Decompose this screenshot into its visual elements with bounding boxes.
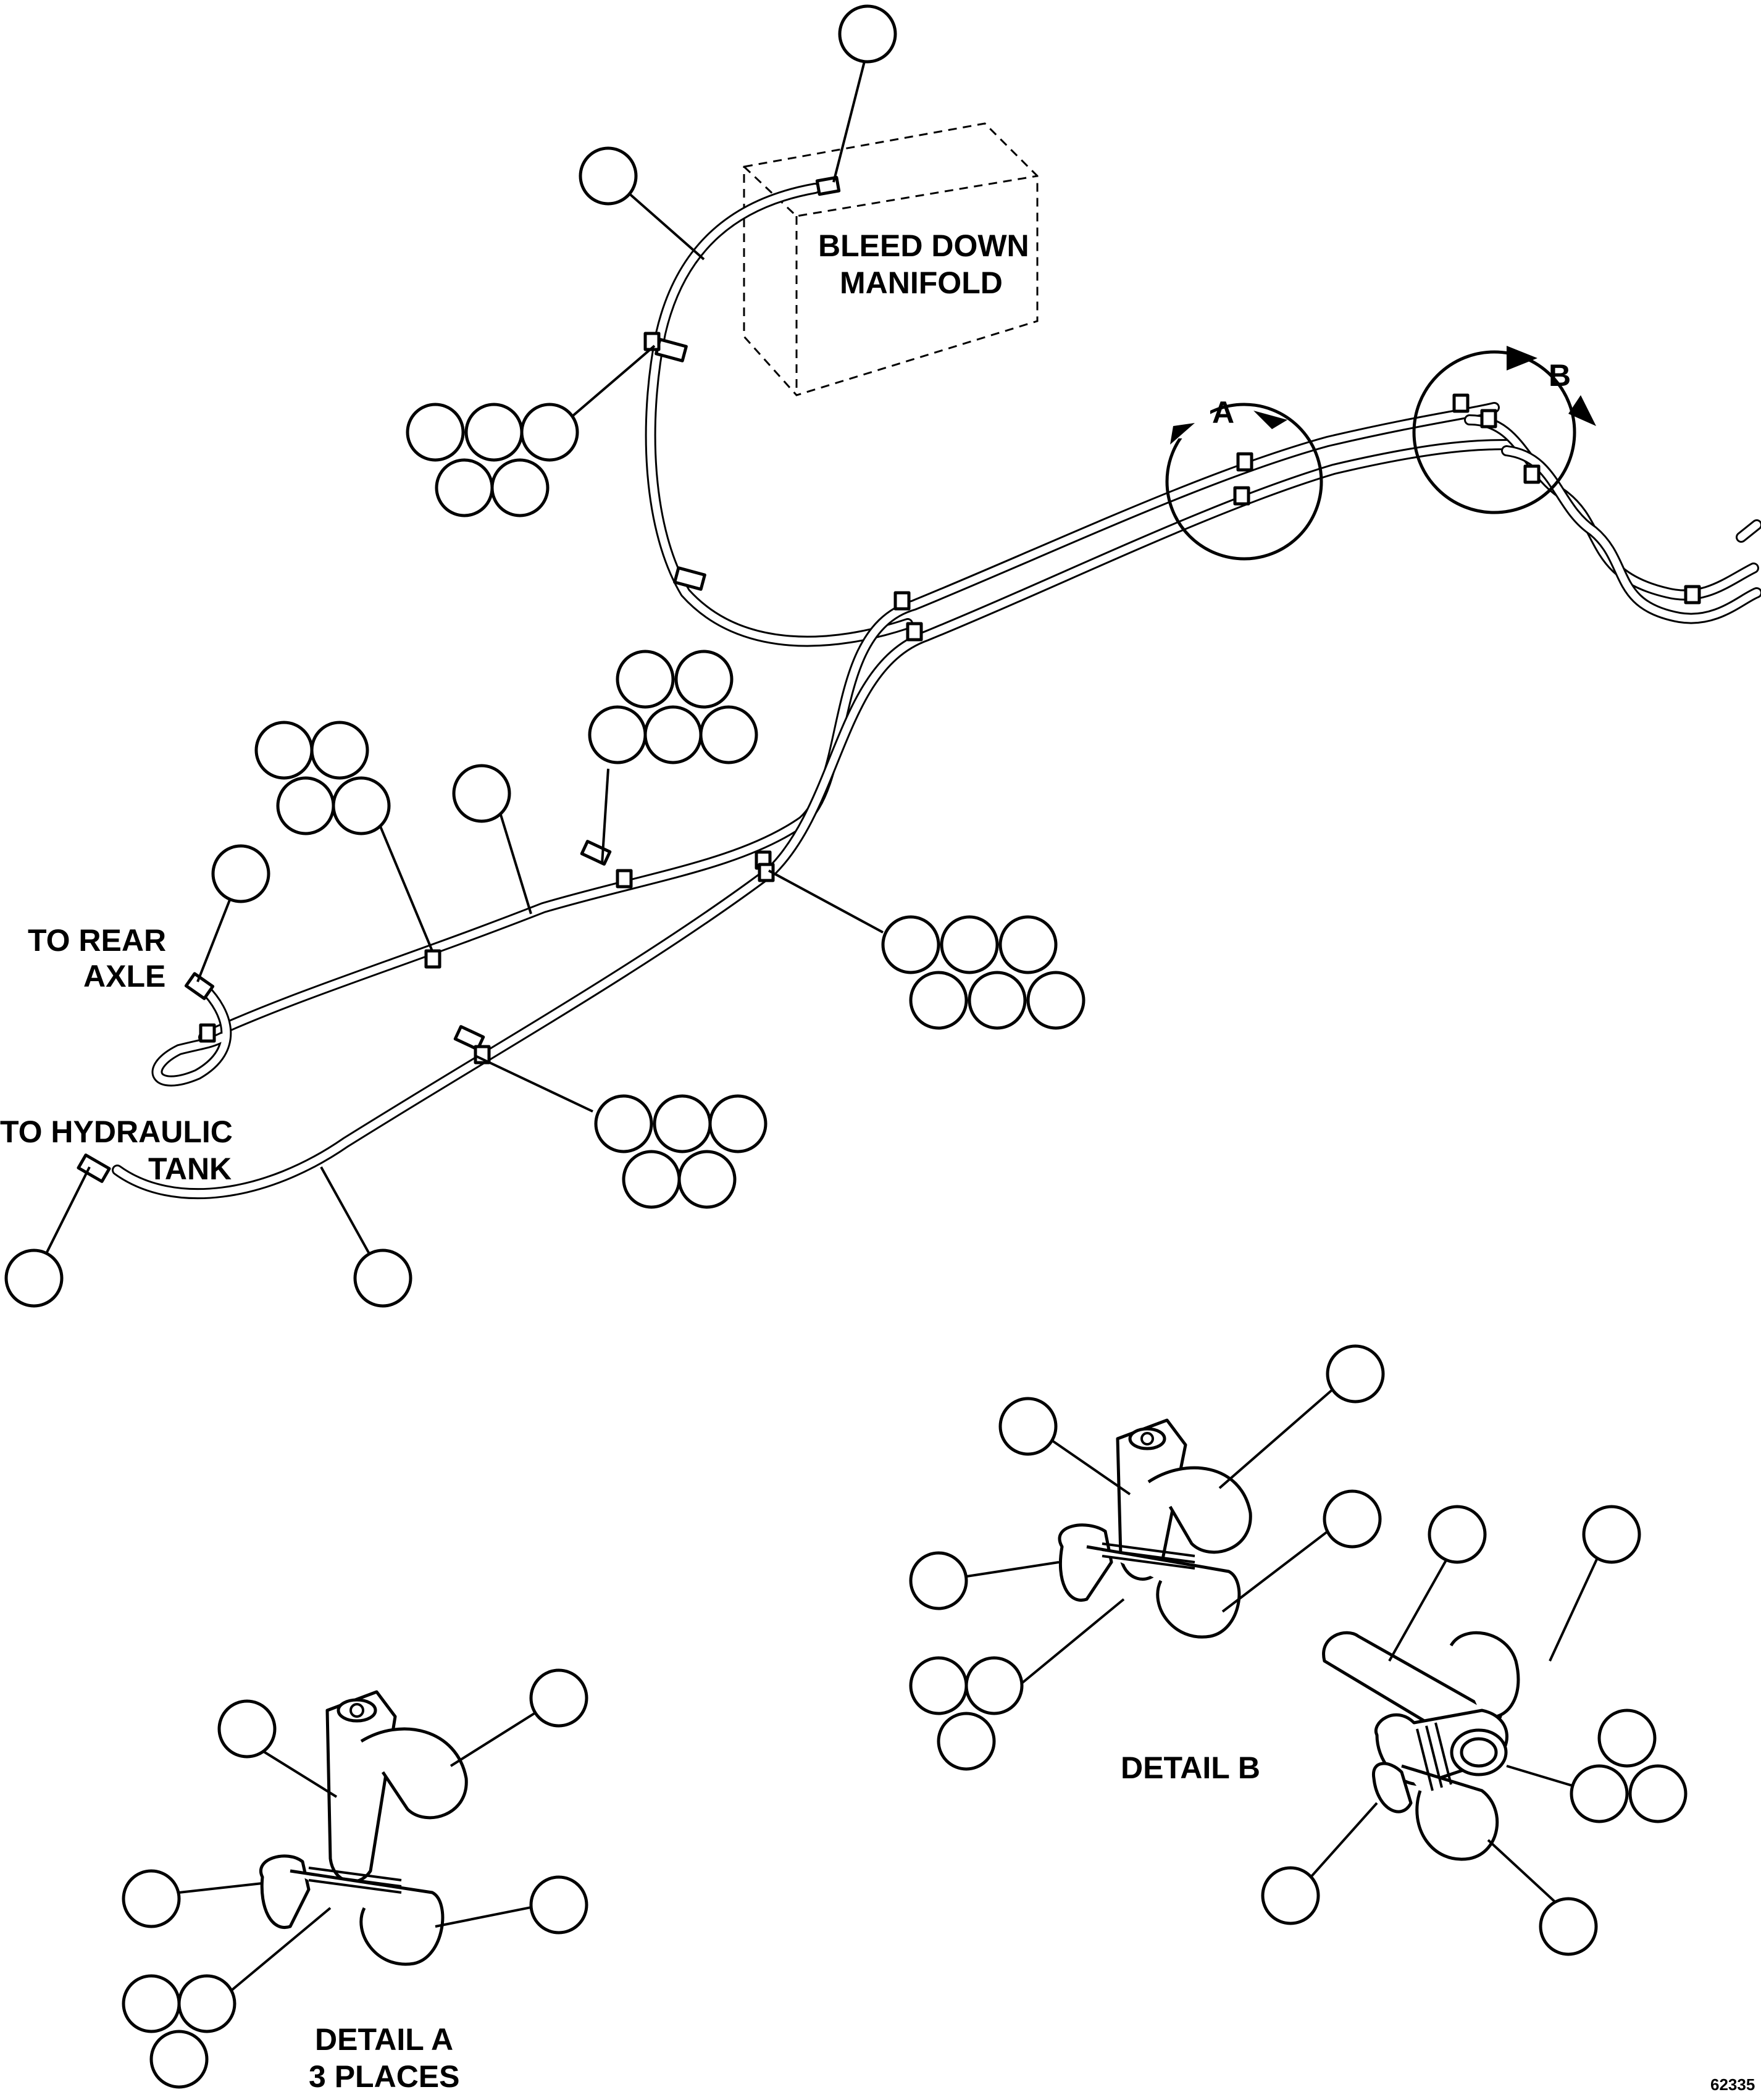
leader-lines bbox=[33, 49, 884, 1279]
to-rear-axle-label-line1: TO REAR bbox=[28, 923, 166, 958]
callout-bubbles-details bbox=[122, 1344, 1688, 2089]
detail-a-ref: A bbox=[1212, 395, 1234, 430]
detail-b-clamp-lower bbox=[1322, 1631, 1520, 1861]
figure-number: 62335 bbox=[1710, 2075, 1755, 2094]
hose-main-upper bbox=[198, 402, 1500, 1043]
detail-b-title: DETAIL B bbox=[1121, 1751, 1260, 1785]
detail-b-clamp-upper bbox=[1058, 1418, 1252, 1639]
to-hydraulic-tank-label-line1: TO HYDRAULIC bbox=[0, 1115, 233, 1149]
bleed-down-label-line2: MANIFOLD bbox=[840, 266, 1003, 300]
detail-a-clamp bbox=[259, 1690, 468, 1966]
bleed-down-manifold bbox=[743, 122, 1039, 396]
detail-b-ref: B bbox=[1549, 358, 1571, 393]
hose-bleed-down-return bbox=[645, 183, 913, 647]
detail-a-callout bbox=[1161, 401, 1323, 561]
callout-bubbles-main bbox=[4, 4, 1085, 1308]
hose-main-lower bbox=[112, 439, 1518, 1200]
bleed-down-label-line1: BLEED DOWN bbox=[818, 228, 1029, 263]
detail-a-title-line2: 3 PLACES bbox=[309, 2059, 460, 2094]
detail-a-title-line1: DETAIL A bbox=[315, 2022, 453, 2057]
hose-rear-axle-loop bbox=[151, 982, 232, 1087]
to-hydraulic-tank-label-line2: TANK bbox=[148, 1152, 232, 1186]
detail-b-callout bbox=[1412, 346, 1596, 514]
to-rear-axle-label-line2: AXLE bbox=[83, 959, 165, 994]
fittings bbox=[77, 175, 841, 1183]
hose-right-bundle bbox=[1464, 414, 1761, 624]
